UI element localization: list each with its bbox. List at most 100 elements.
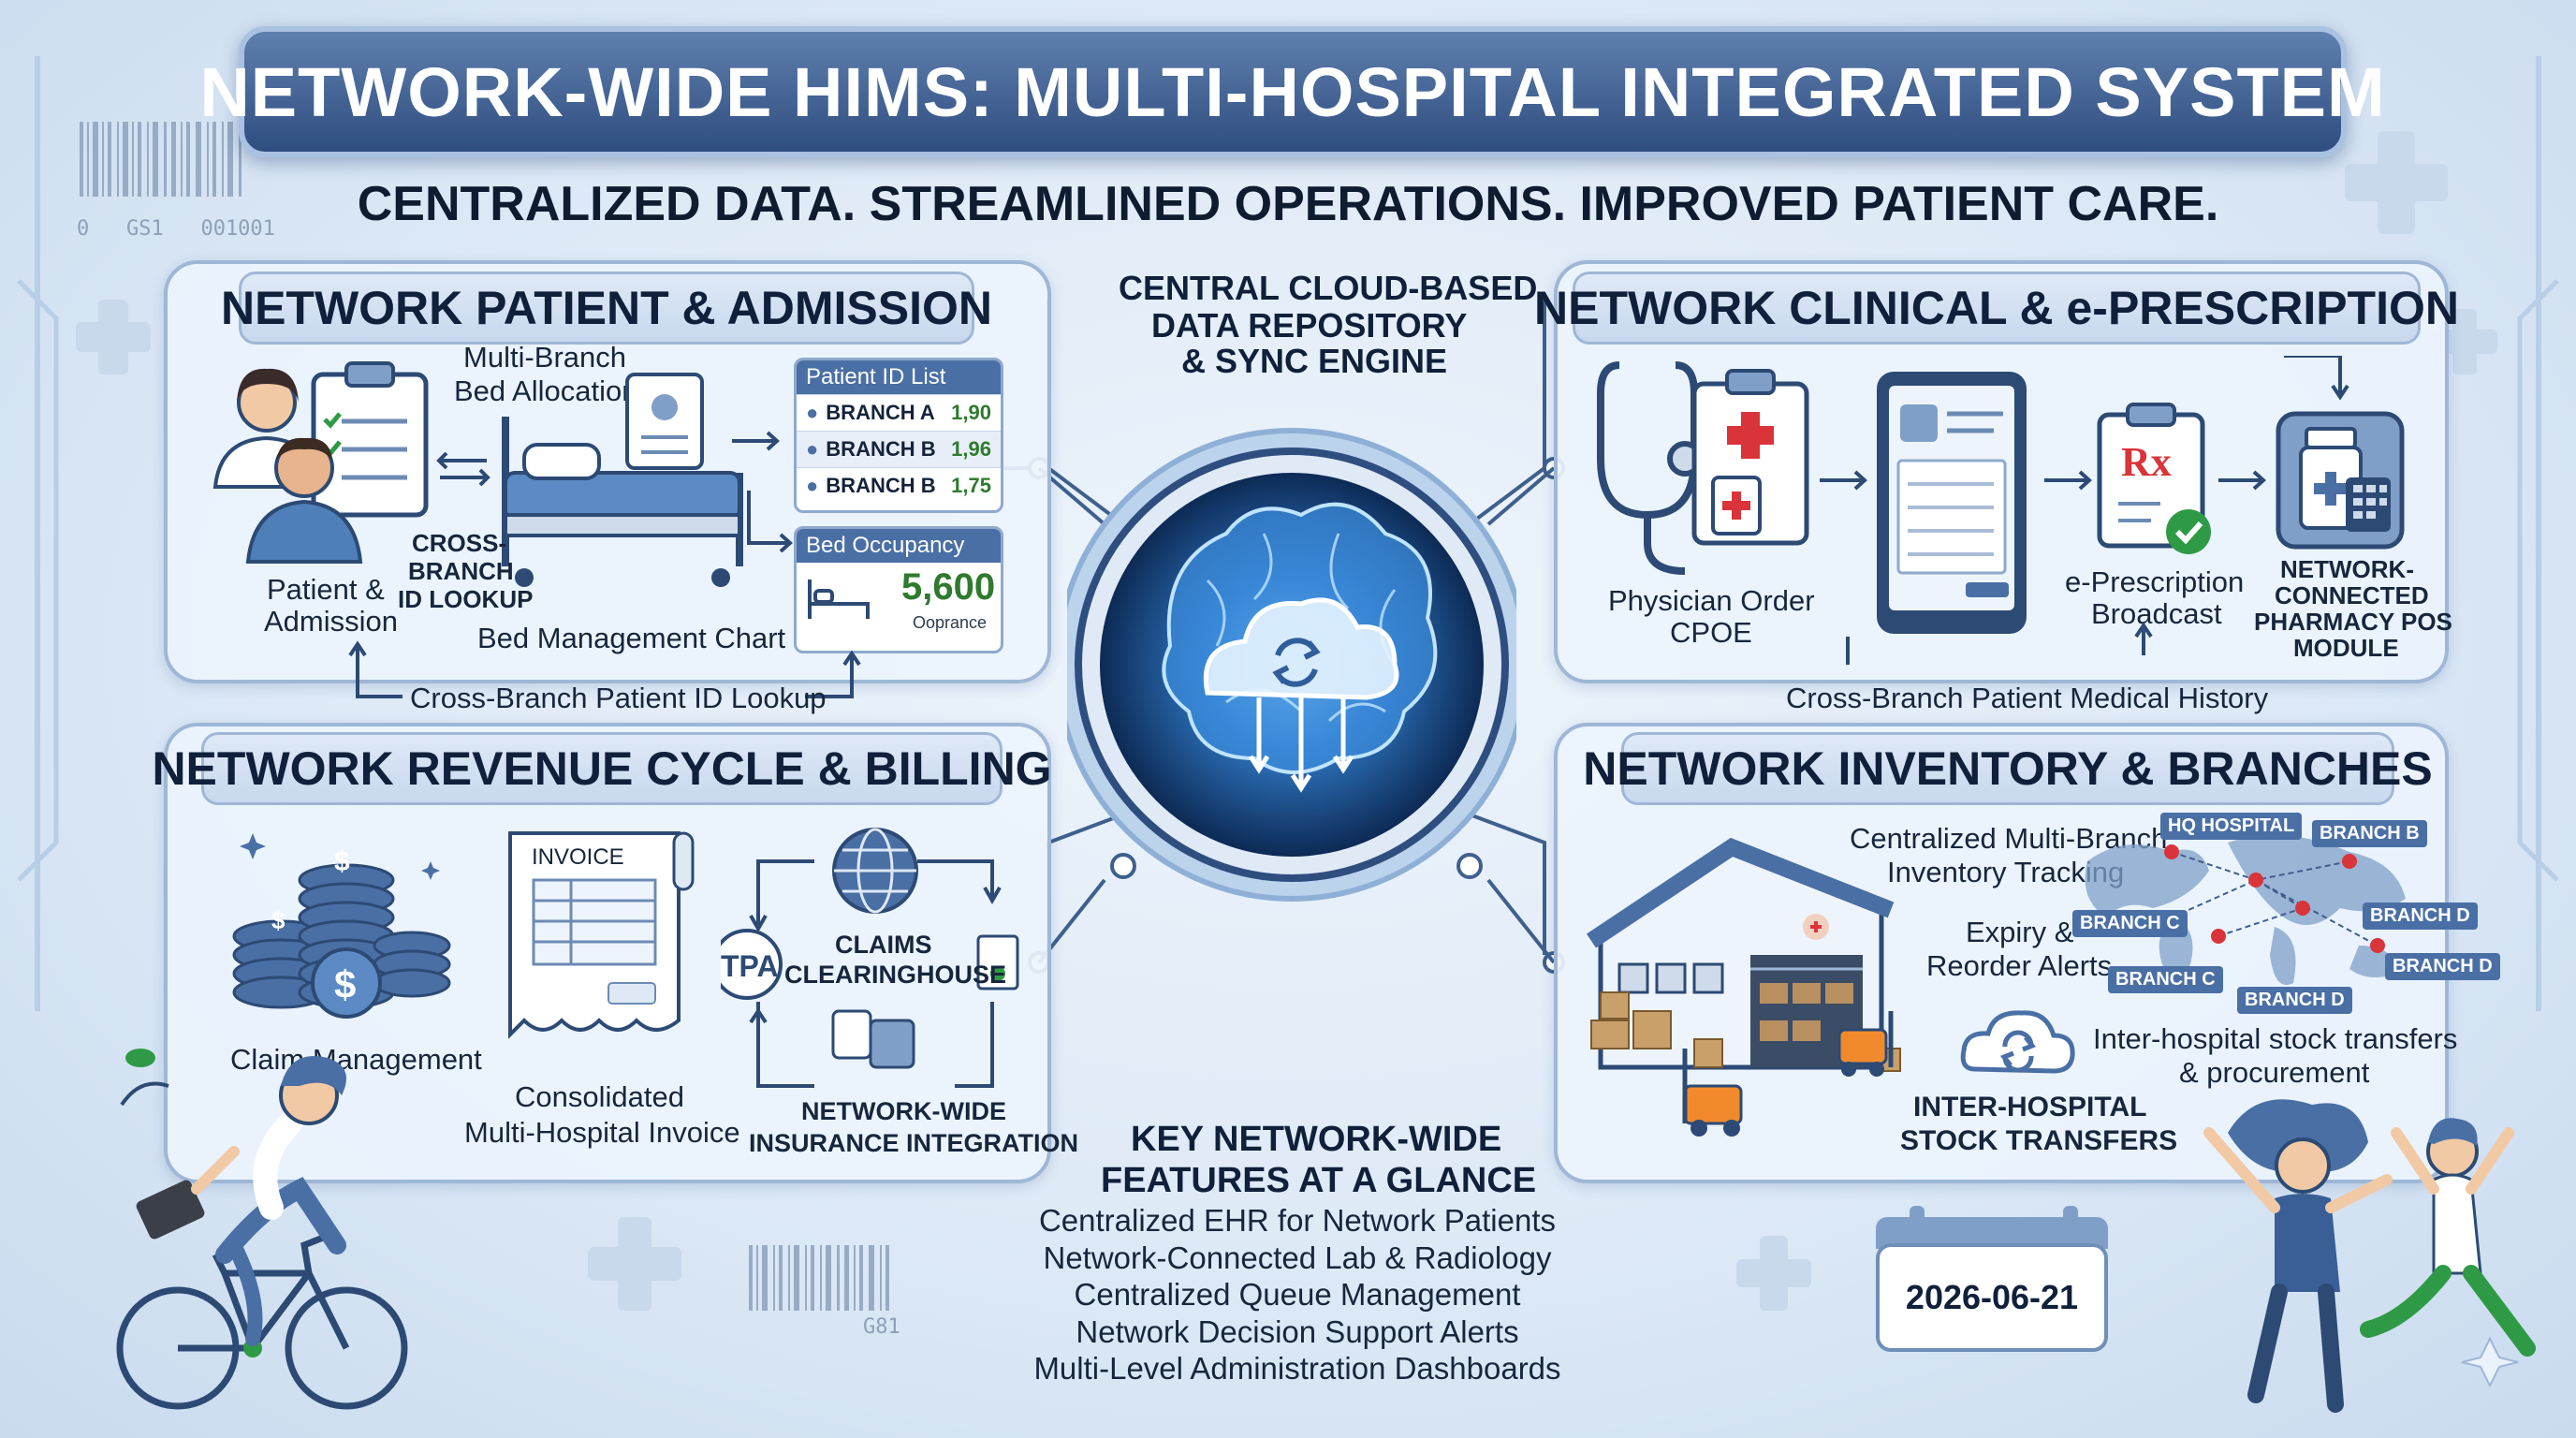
rx-label-2: Broadcast [2091, 597, 2222, 630]
pharmacy-label-2: CONNECTED [2275, 581, 2429, 609]
barcode-text-2: G81 [863, 1315, 900, 1339]
patient-label-2: Admission [264, 605, 398, 638]
arrow-right-icon [732, 431, 780, 451]
center-label-1: CENTRAL CLOUD-BASED [1119, 269, 1538, 307]
barcode-text-1: 0 GS1 001001 [77, 217, 275, 241]
clinical-panel-footer: Cross-Branch Patient Medical History [1786, 682, 2269, 714]
bed-icon [808, 580, 870, 619]
insurance-label-2: INSURANCE INTEGRATION [749, 1129, 1079, 1157]
svg-text:$: $ [334, 962, 356, 1006]
map-tag-branch-d2: BRANCH D [2237, 987, 2352, 1014]
barcode-top-left [80, 122, 242, 197]
svg-text:$: $ [334, 846, 350, 877]
list-item: Centralized Queue Management [1074, 1277, 1521, 1313]
cyclist-illustration [116, 1049, 408, 1410]
stock-label-2: & procurement [2179, 1056, 2370, 1089]
page-title: NETWORK-WIDE HIMS: MULTI-HOSPITAL INTEGR… [199, 52, 2386, 131]
patient-panel-footer: Cross-Branch Patient ID Lookup [410, 682, 827, 714]
expiry-label-1: Expiry & [1966, 916, 2074, 948]
hospital-bed-icon [502, 373, 743, 587]
map-tag-branch-c1: BRANCH C [2072, 910, 2188, 937]
claims-label-2: CLEARINGHOUSE [784, 961, 1007, 989]
claims-cycle-icon [721, 828, 1019, 1088]
patient-panel-title: NETWORK PATIENT & ADMISSION [221, 271, 992, 345]
barcode-bottom [749, 1245, 889, 1311]
arrow-down-right-icon [747, 491, 793, 552]
arrow-right-icon [1820, 470, 1867, 491]
celebrating-staff-illustration [2203, 1099, 2536, 1413]
invoice-document-icon [508, 831, 695, 1039]
patient-label-1: Patient & [267, 573, 385, 606]
physician-label-1: Physician Order [1608, 584, 1815, 617]
center-label-3: & SYNC ENGINE [1181, 342, 1448, 380]
tracking-label-2: Inventory Tracking [1887, 856, 2125, 888]
arrow-right-icon [2218, 470, 2266, 491]
pharmacy-label-1: NETWORK- [2280, 555, 2414, 583]
invoice-label-2: Multi-Hospital Invoice [464, 1116, 740, 1149]
invoice-label-1: Consolidated [515, 1080, 684, 1113]
occupancy-caption: Ooprance [913, 613, 988, 632]
bed-occupancy-card: Bed Occupancy 5,600 Ooprance [794, 526, 1003, 653]
title-banner: NETWORK-WIDE HIMS: MULTI-HOSPITAL INTEGR… [199, 26, 2385, 157]
bed-occupancy-header: Bed Occupancy [797, 529, 1001, 563]
bed-chart-label: Bed Management Chart [477, 622, 786, 654]
user-icon: ● [806, 437, 819, 461]
features-list: Centralized EHR for Network Patients Net… [1007, 1202, 1588, 1387]
prescription-icon: Rx [2097, 403, 2211, 554]
coin-stacks-icon: $ $ $ [232, 833, 451, 1019]
map-tag-hq: HQ HOSPITAL [2160, 813, 2303, 840]
rx-label-1: e-Prescription [2065, 565, 2245, 598]
page-subtitle: CENTRALIZED DATA. STREAMLINED OPERATIONS… [357, 177, 2219, 231]
stock-label-1: Inter-hospital stock transfers [2093, 1022, 2458, 1055]
list-item: Centralized EHR for Network Patients [1038, 1203, 1557, 1238]
tpa-label: TPA [721, 949, 779, 983]
warehouse-forklift-icon [1587, 837, 1901, 1137]
calendar-pin [1910, 1206, 1925, 1234]
claim-management-label: Claim Management [230, 1043, 482, 1076]
features-title-1: KEY NETWORK-WIDE [1131, 1120, 1502, 1159]
pharmacy-pos-icon [2276, 411, 2405, 550]
date-badge: 2026-06-21 [1876, 1243, 2108, 1352]
tablet-record-icon [1877, 372, 2027, 634]
inventory-panel-title: NETWORK INVENTORY & BRANCHES [1583, 732, 2433, 805]
arrow-right-icon [2044, 470, 2092, 491]
invoice-word: INVOICE [532, 844, 624, 870]
map-tag-branch-d1: BRANCH D [2363, 902, 2478, 930]
bed-alloc-1: Multi-Branch [463, 341, 626, 374]
cross-branch-2: BRANCH [408, 557, 514, 585]
list-item: Multi-Level Administration Dashboards [1033, 1351, 1561, 1387]
occupancy-value: 5,600 [901, 566, 996, 608]
clinical-panel-title: NETWORK CLINICAL & e-PRESCRIPTION [1534, 271, 2459, 345]
patient-id-list-header: Patient ID List [797, 360, 1001, 394]
central-cloud-brain-hub [1067, 428, 1516, 902]
stethoscope-clipboard-icon [1597, 361, 1809, 575]
insurance-label-1: NETWORK-WIDE [801, 1097, 1006, 1125]
list-item: Network Decision Support Alerts [1076, 1313, 1519, 1349]
map-tag-branch-b: BRANCH B [2312, 820, 2427, 847]
pharmacy-label-4: MODULE [2293, 634, 2399, 662]
claims-label-1: CLAIMS [835, 931, 932, 959]
map-tag-branch-d3: BRANCH D [2385, 953, 2500, 980]
physician-label-2: CPOE [1670, 616, 1752, 649]
bed-alloc-2: Bed Allocation [454, 374, 638, 407]
rx-symbol: Rx [2121, 439, 2172, 485]
user-icon: ● [806, 401, 819, 424]
map-tag-branch-c2: BRANCH C [2108, 966, 2223, 993]
clinical-loop-arrows [1846, 356, 2349, 665]
cloud-sync-icon [1960, 1010, 2075, 1074]
calendar-pin [2063, 1206, 2078, 1234]
expiry-label-2: Reorder Alerts [1926, 949, 2113, 982]
footer-loop-arrow [348, 640, 861, 698]
center-label-2: DATA REPOSITORY [1151, 306, 1468, 345]
cross-branch-3: ID LOOKUP [398, 585, 534, 613]
features-title-2: FEATURES AT A GLANCE [1101, 1161, 1537, 1200]
inter-hospital-label-1: INTER-HOSPITAL [1913, 1092, 2147, 1123]
exchange-arrows-icon [436, 451, 490, 487]
inter-hospital-label-2: STOCK TRANSFERS [1900, 1125, 2178, 1156]
list-item: Network-Connected Lab & Radiology [1043, 1240, 1552, 1275]
svg-text:$: $ [271, 906, 285, 934]
